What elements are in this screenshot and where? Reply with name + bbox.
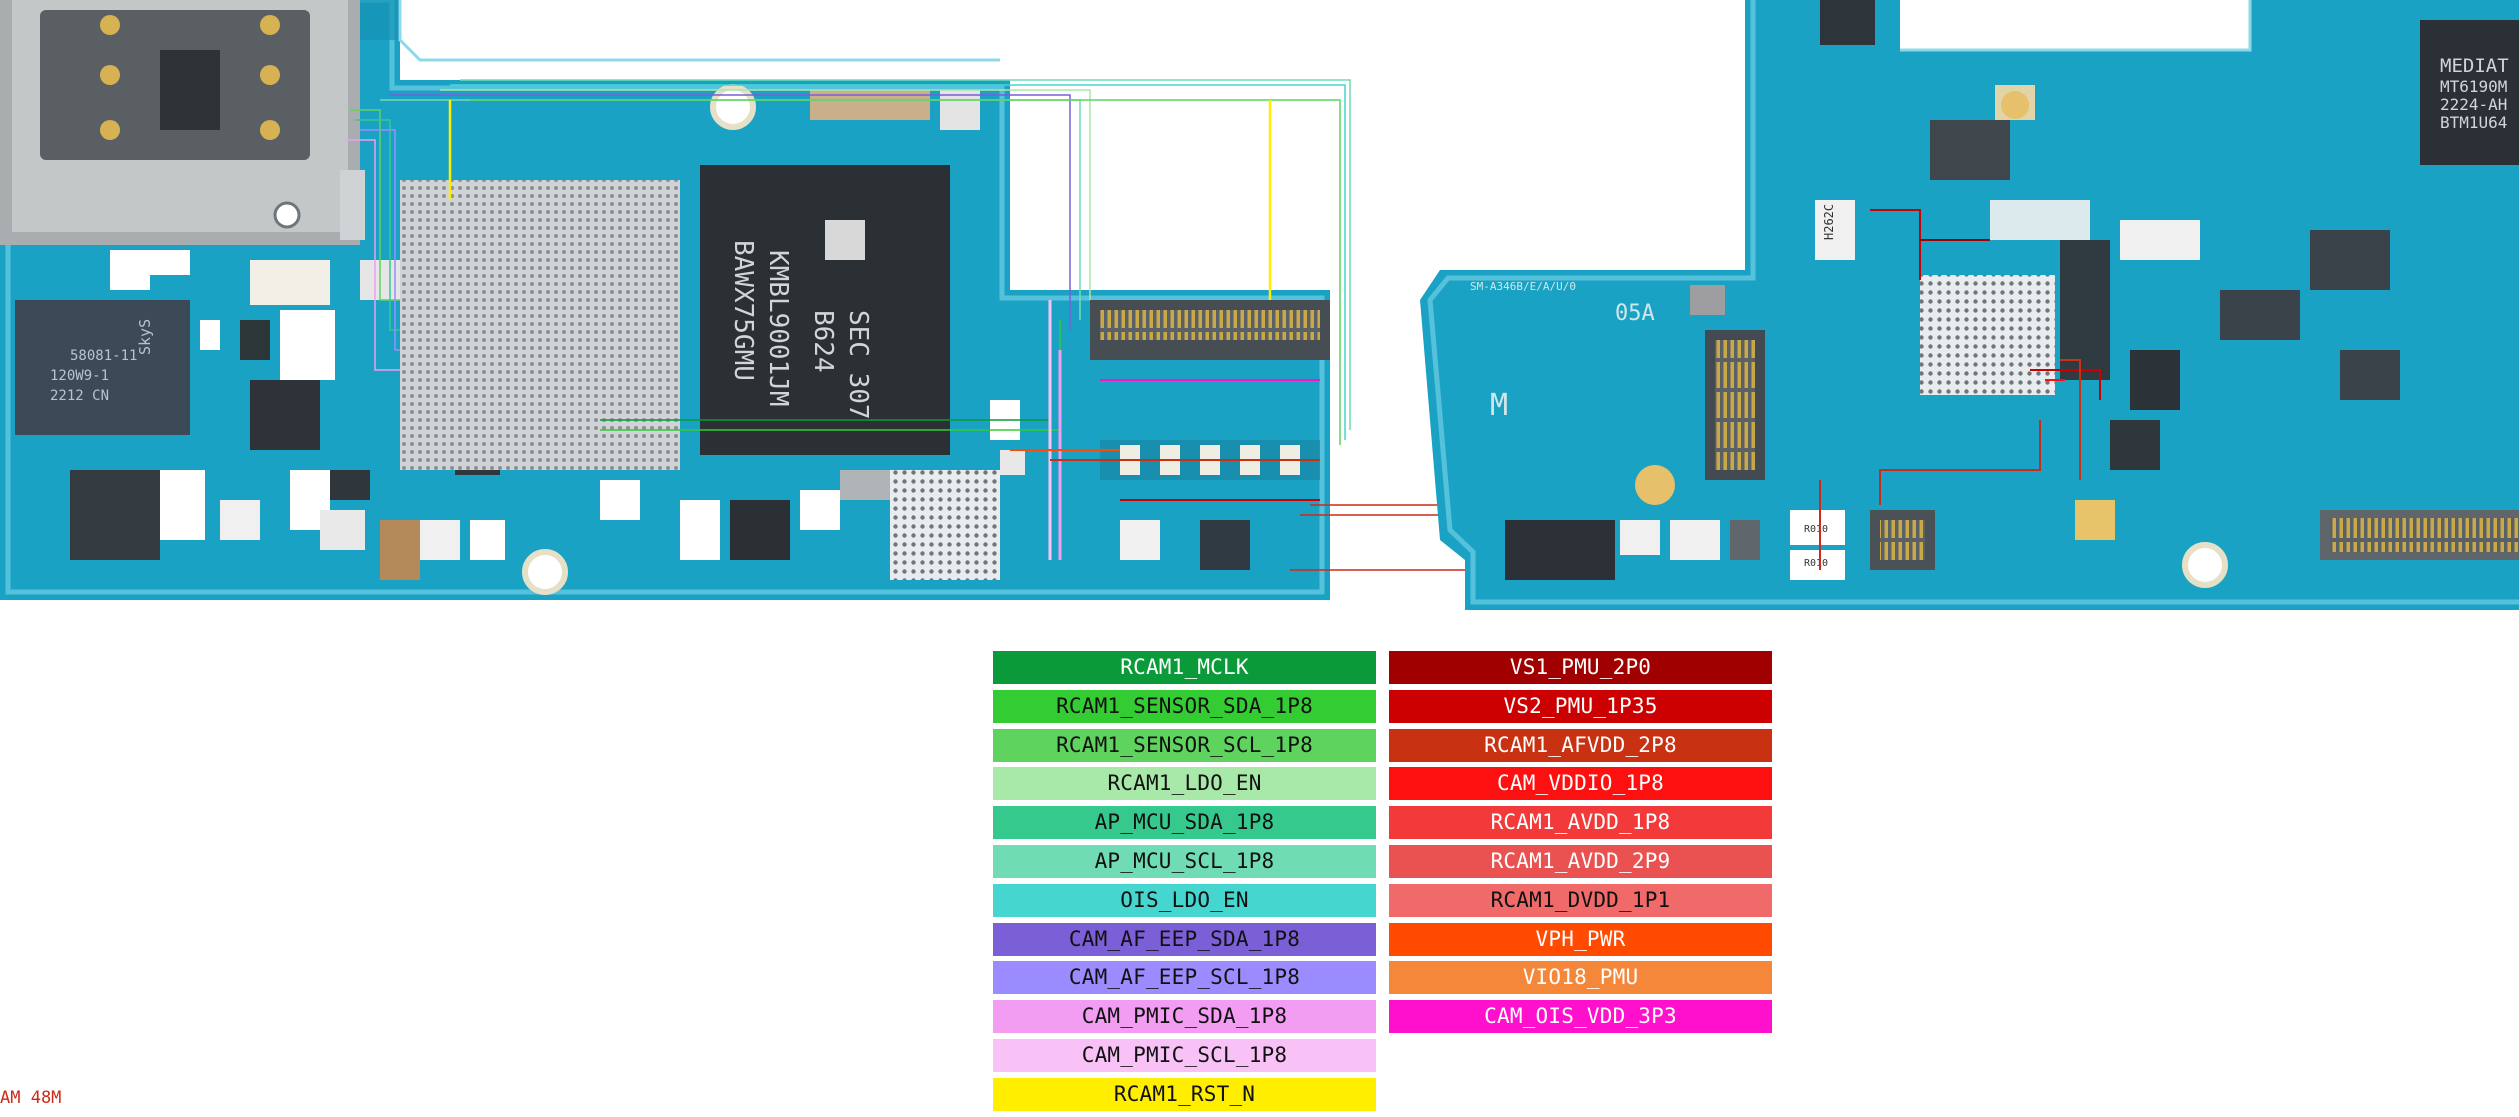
silk-revision: 05A <box>1615 301 1655 326</box>
pmic-bga <box>890 470 1000 580</box>
coil-mark: H262C <box>1822 204 1836 240</box>
legend-item-cam-vddio-1p8: CAM_VDDIO_1P8 <box>1389 767 1772 801</box>
modem-ic-mark-1: SkyS <box>136 319 154 355</box>
silk-letter: M <box>1490 388 1508 423</box>
legend-item-rcam1-ldo-en: RCAM1_LDO_EN <box>993 767 1376 801</box>
right-signal-traces <box>1819 209 2101 570</box>
inductor-b-mark: R010 <box>1804 558 1828 569</box>
legend-item-vio18-pmu: VIO18_PMU <box>1389 961 1772 995</box>
legend-item-vs2-pmu-1p35: VS2_PMU_1P35 <box>1389 689 1772 723</box>
left-signal-traces <box>345 79 1900 571</box>
legend-item-rcam1-sensor-scl-1p8: RCAM1_SENSOR_SCL_1P8 <box>993 728 1376 762</box>
right-board: MEDIAT MT6190M 2224-AH BTM1U64 H262C <box>1420 0 2519 610</box>
legend-item-cam-ois-vdd-3p3: CAM_OIS_VDD_3P3 <box>1389 1000 1772 1034</box>
modem-ic-mark-2: 58081-11 <box>70 348 137 364</box>
legend-item-cam-af-eep-scl-1p8: CAM_AF_EEP_SCL_1P8 <box>993 961 1376 995</box>
modem-ic-mark-4: 2212 CN <box>50 388 109 404</box>
legend-item-vph-pwr: VPH_PWR <box>1389 922 1772 956</box>
memory-ic: SEC 307 B624 KMBL9001JM BAWX75GMU <box>700 165 950 455</box>
left-board-components <box>70 84 1025 595</box>
memory-ic-mark-2: B624 <box>808 310 838 373</box>
legend-item-rcam1-afvdd-2p8: RCAM1_AFVDD_2P8 <box>1389 728 1772 762</box>
legend-item-ois-ldo-en: OIS_LDO_EN <box>993 883 1376 917</box>
silk-model: SM-A346B/E/A/U/0 <box>1470 280 1576 293</box>
inductor-a-mark: R010 <box>1804 524 1828 535</box>
soc-bga <box>400 180 680 470</box>
legend-item-cam-pmic-scl-1p8: CAM_PMIC_SCL_1P8 <box>993 1038 1376 1072</box>
camera-connector-left <box>1090 300 1330 570</box>
sim-tray <box>0 0 365 245</box>
legend-item-cam-af-eep-sda-1p8: CAM_AF_EEP_SDA_1P8 <box>993 922 1376 956</box>
memory-ic-mark-3: KMBL9001JM <box>763 250 793 407</box>
legend-item-ap-mcu-scl-1p8: AP_MCU_SCL_1P8 <box>993 844 1376 878</box>
legend-item-cam-pmic-sda-1p8: CAM_PMIC_SDA_1P8 <box>993 1000 1376 1034</box>
legend-item-rcam1-sensor-sda-1p8: RCAM1_SENSOR_SDA_1P8 <box>993 689 1376 723</box>
legend-item-rcam1-dvdd-1p1: RCAM1_DVDD_1P1 <box>1389 883 1772 917</box>
memory-ic-mark-1: SEC 307 <box>843 310 873 420</box>
mediatek-ic-mark-4: BTM1U64 <box>2440 113 2507 132</box>
legend-item-rcam1-avdd-2p9: RCAM1_AVDD_2P9 <box>1389 844 1772 878</box>
modem-ic-mark-3: 120W9-1 <box>50 368 109 384</box>
left-board: SkyS 58081-11 120W9-1 2212 CN <box>0 0 1900 600</box>
mediatek-ic-mark-3: 2224-AH <box>2440 95 2507 114</box>
memory-ic-mark-4: BAWX75GMU <box>728 240 758 381</box>
diagram-caption: AM 48M <box>0 1088 62 1108</box>
mediatek-ic: MEDIAT MT6190M 2224-AH BTM1U64 <box>2420 20 2519 165</box>
legend-item-vs1-pmu-2p0: VS1_PMU_2P0 <box>1389 651 1772 684</box>
modem-ic: SkyS 58081-11 120W9-1 2212 CN <box>15 300 190 435</box>
legend-item-rcam1-mclk: RCAM1_MCLK <box>993 651 1376 684</box>
legend-item-rcam1-rst-n: RCAM1_RST_N <box>993 1077 1376 1111</box>
legend-item-ap-mcu-sda-1p8: AP_MCU_SDA_1P8 <box>993 806 1376 840</box>
right-board-components: H262C R010 R010 <box>1470 0 2519 588</box>
mediatek-ic-mark-2: MT6190M <box>2440 77 2507 96</box>
legend-item-rcam1-avdd-1p8: RCAM1_AVDD_1P8 <box>1389 806 1772 840</box>
mediatek-ic-mark-1: MEDIAT <box>2440 55 2509 77</box>
